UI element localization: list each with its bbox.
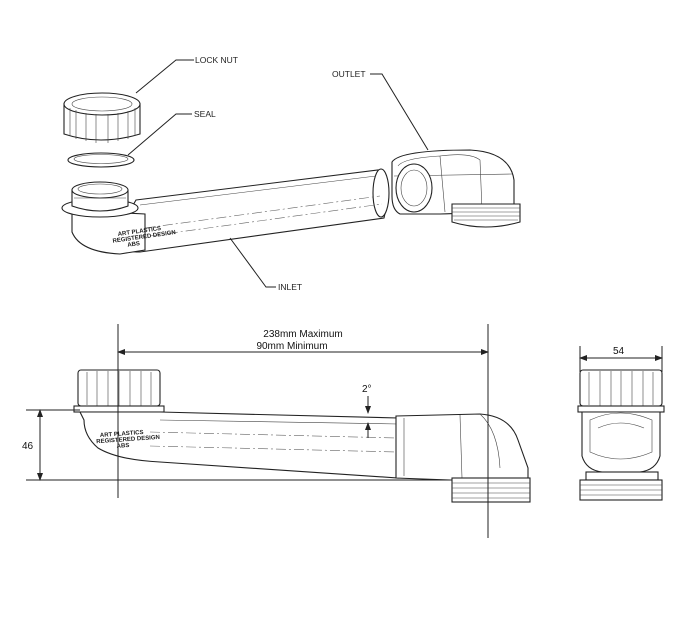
height-label: 46 — [22, 441, 34, 452]
lock-nut-part — [63, 92, 141, 143]
seal-leader — [127, 113, 192, 156]
length-max-label: 238mm Maximum — [263, 329, 342, 340]
inlet-label: INLET — [278, 282, 302, 292]
inlet-pipe-part — [61, 168, 390, 255]
side-outlet — [395, 413, 531, 503]
outlet-leader — [370, 73, 429, 151]
branding-line-3: ABS — [127, 241, 140, 249]
exploded-view: ART PLASTICS REGISTERED DESIGN ABS LOCK … — [61, 55, 521, 292]
width-label: 54 — [613, 346, 625, 357]
side-elevation-view: ART PLASTICS REGISTERED DESIGN ABS 238mm… — [22, 324, 531, 538]
length-min-label: 90mm Minimum — [256, 341, 327, 352]
lock-nut-leader — [135, 59, 194, 94]
lock-nut-label: LOCK NUT — [195, 55, 238, 65]
outlet-part — [391, 149, 521, 228]
outlet-label: OUTLET — [332, 69, 366, 79]
side-branding-line-1: ART PLASTICS — [100, 430, 144, 439]
seal-label: SEAL — [194, 109, 216, 119]
side-lock-nut — [73, 369, 165, 413]
angle-label: 2° — [362, 384, 372, 395]
seal-part — [67, 152, 135, 168]
inlet-leader — [229, 237, 276, 288]
end-elevation-view: 54 — [577, 346, 665, 501]
side-branding: ART PLASTICS REGISTERED DESIGN ABS — [96, 430, 160, 450]
side-branding-line-2: REGISTERED DESIGN — [96, 435, 160, 445]
side-pipe — [79, 411, 399, 479]
side-branding-line-3: ABS — [117, 443, 130, 450]
